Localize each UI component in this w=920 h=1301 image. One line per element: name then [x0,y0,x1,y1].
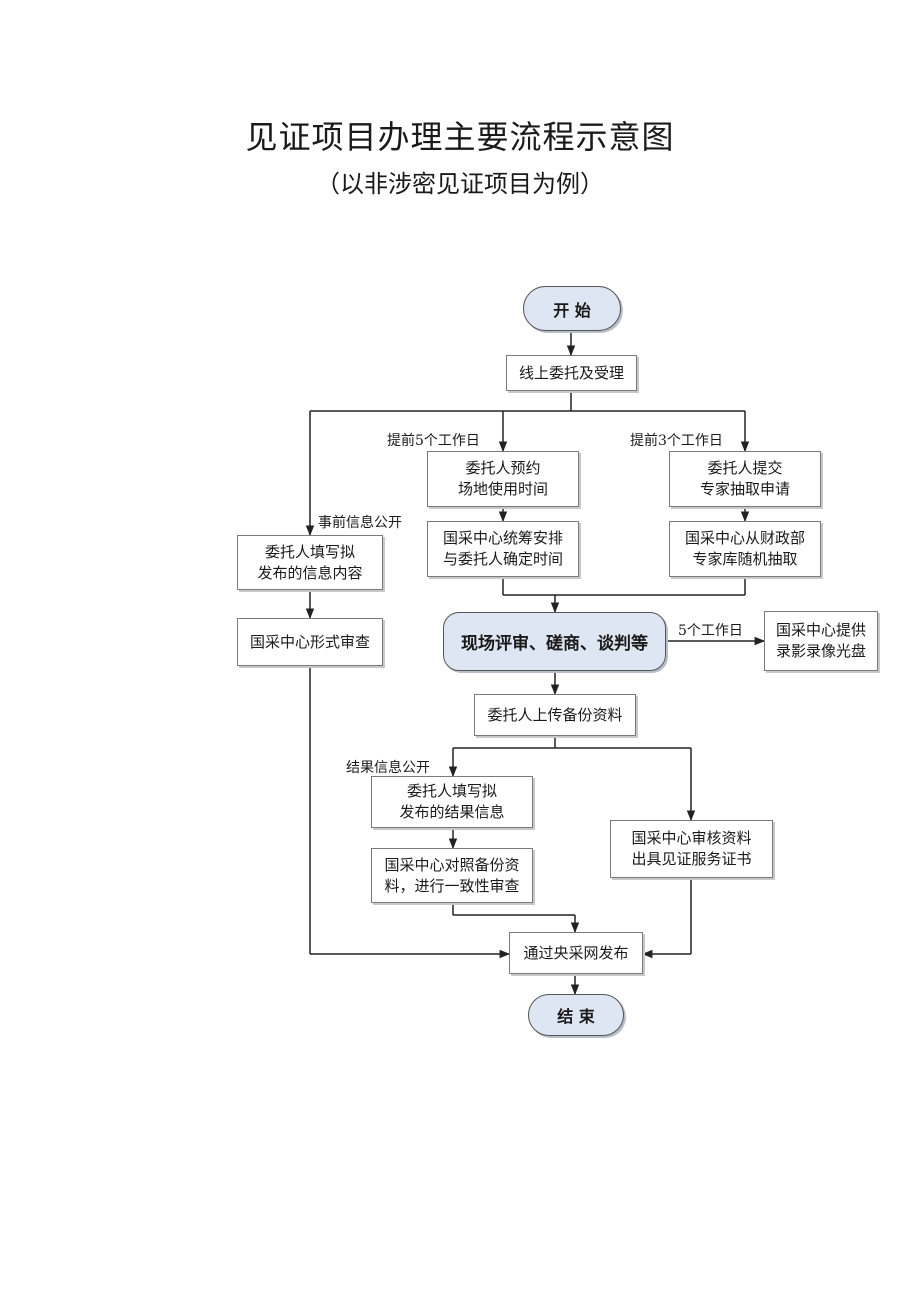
onsite-review-node: 现场评审、磋商、谈判等 [443,612,666,671]
coordinate-time-box: 国采中心统筹安排 与委托人确定时间 [427,521,579,577]
end-node: 结 束 [528,994,624,1036]
start-node: 开 始 [523,286,621,331]
label-five-days-before: 提前5个工作日 [387,433,480,449]
fill-result-info-box: 委托人填写拟 发布的结果信息 [371,776,533,828]
formal-review-box: 国采中心形式审查 [237,618,383,666]
label-three-days-before: 提前3个工作日 [630,433,723,449]
page-title: 见证项目办理主要流程示意图 [245,118,675,156]
video-disc-box: 国采中心提供 录影录像光盘 [764,611,878,671]
online-commission-box: 线上委托及受理 [506,355,637,391]
label-result-info: 结果信息公开 [346,760,430,776]
publish-box: 通过央采网发布 [509,932,643,974]
reserve-venue-box: 委托人预约 场地使用时间 [427,451,579,507]
label-five-days: 5个工作日 [678,623,743,639]
page-subtitle: （以非涉密见证项目为例） [316,170,604,198]
fill-prior-info-box: 委托人填写拟 发布的信息内容 [237,535,383,590]
certificate-box: 国采中心审核资料 出具见证服务证书 [610,820,773,878]
upload-backup-box: 委托人上传备份资料 [474,694,636,736]
expert-apply-box: 委托人提交 专家抽取申请 [669,451,821,507]
consistency-review-box: 国采中心对照备份资 料，进行一致性审查 [371,848,533,903]
label-prior-info: 事前信息公开 [318,515,402,531]
expert-draw-box: 国采中心从财政部 专家库随机抽取 [669,521,821,577]
